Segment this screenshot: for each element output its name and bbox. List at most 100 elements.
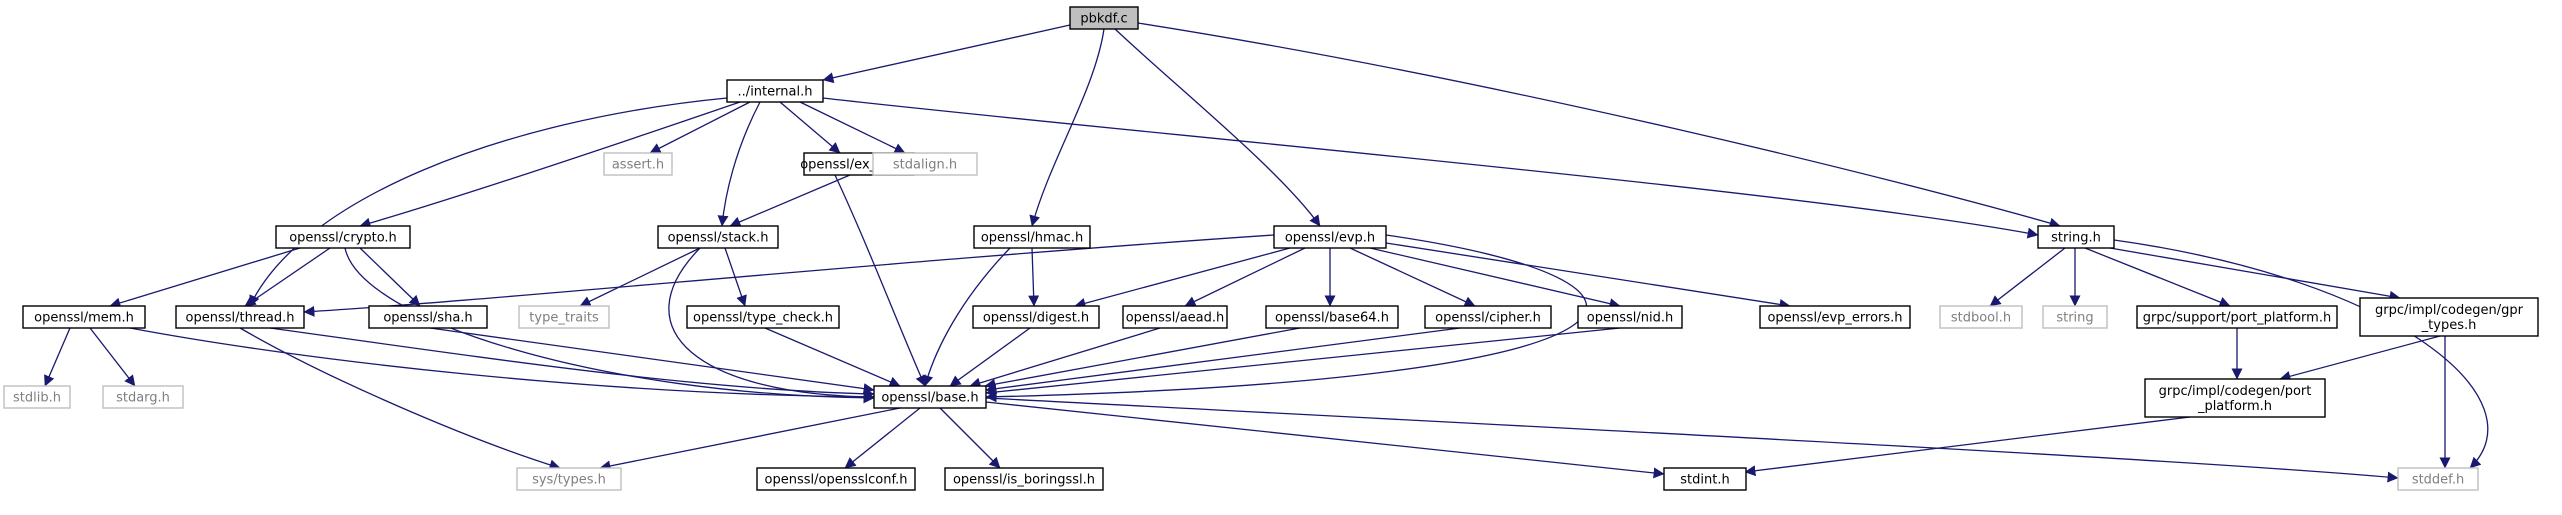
node-box (1577, 305, 1683, 329)
node-is-boringssl[interactable]: openssl/is_boringssl.h (944, 467, 1104, 491)
node-mem[interactable]: openssl/mem.h (22, 305, 146, 329)
edge-crypto-to-mem (109, 247, 301, 309)
node-type-traits: type_traits (518, 305, 610, 329)
edge-line (1074, 247, 1291, 309)
edge-line (779, 101, 841, 154)
edge-aead-to-base (969, 327, 1161, 389)
edge-line (939, 407, 1001, 469)
node-label: ../internal.h (738, 85, 813, 100)
edge-pbkdf-to-internal (822, 24, 1071, 84)
node-digest[interactable]: openssl/digest.h (972, 305, 1100, 329)
node-box (944, 467, 1104, 491)
node-base64[interactable]: openssl/base64.h (1265, 305, 1399, 329)
node-hmac[interactable]: openssl/hmac.h (973, 225, 1091, 249)
edge-mem-to-base (129, 327, 875, 403)
node-box (2136, 305, 2338, 329)
node-label: _platform.h (2197, 399, 2272, 414)
edge-base-to-is_boringssl (939, 407, 1001, 469)
edge-line (717, 101, 761, 227)
edge-evp-to-digest (1074, 247, 1291, 309)
node-label: stdalign.h (893, 158, 957, 173)
node-box (2397, 467, 2479, 491)
node-pbkdf[interactable]: pbkdf.c (1069, 6, 1139, 30)
node-cipher[interactable]: openssl/cipher.h (1424, 305, 1552, 329)
node-crypto[interactable]: openssl/crypto.h (275, 225, 411, 249)
node-label: stdint.h (1680, 473, 1729, 488)
edge-line (1369, 247, 1621, 309)
node-label: openssl/hmac.h (981, 231, 1083, 246)
node-label: pbkdf.c (1080, 12, 1127, 27)
node-stddef: stddef.h (2397, 467, 2479, 491)
node-opensslconf[interactable]: openssl/opensslconf.h (756, 467, 916, 491)
edge-line (949, 327, 1031, 387)
edge-base-to-stdint (985, 401, 1665, 479)
edge-line (269, 327, 875, 400)
edge-line (579, 247, 701, 307)
node-label: stddef.h (2412, 473, 2464, 488)
node-box (756, 467, 916, 491)
edge-ex_data-to-base (834, 174, 926, 387)
node-type-check[interactable]: openssl/type_check.h (686, 305, 840, 329)
node-box (686, 305, 840, 329)
edge-line (303, 234, 1275, 317)
node-box (175, 305, 305, 329)
edge-stack-to-type_traits (579, 247, 701, 307)
edge-line (984, 327, 1301, 390)
node-internal[interactable]: ../internal.h (726, 79, 824, 103)
edge-pbkdf-to-string_h (1137, 22, 2061, 229)
node-stdlib: stdlib.h (3, 385, 71, 409)
edge-internal-to-string_h (822, 97, 2039, 239)
node-sys-types: sys/types.h (516, 467, 622, 491)
edge-nid-to-base (985, 327, 1621, 398)
edge-line (985, 234, 1587, 403)
node-thread[interactable]: openssl/thread.h (175, 305, 305, 329)
edge-line (1385, 242, 1791, 310)
node-gpr-types[interactable]: grpc/impl/codegen/gpr_types.h (2359, 297, 2539, 337)
edge-line (668, 247, 875, 403)
edge-line (985, 397, 2399, 483)
node-label: grpc/support/port_platform.h (2143, 311, 2331, 326)
edge-line (799, 101, 906, 154)
node-box (1424, 305, 1552, 329)
edge-stack-to-base (668, 247, 875, 403)
node-label: openssl/sha.h (383, 311, 472, 326)
edge-line (1114, 28, 1321, 227)
edge-internal-to-crypto (359, 101, 741, 229)
node-label: stdbool.h (1951, 311, 2011, 326)
node-evp-errors[interactable]: openssl/evp_errors.h (1759, 305, 1911, 329)
edge-line (1349, 247, 1476, 307)
edge-line (44, 327, 71, 387)
node-label: openssl/type_check.h (693, 311, 833, 326)
edge-internal-to-thread (249, 97, 728, 307)
edge-line (969, 327, 1161, 389)
edge-thread-to-sys_types (239, 327, 561, 471)
edge-crypto-to-sha (359, 247, 421, 307)
edge-line (359, 101, 741, 229)
edge-string_h-to-port_platform_support (2084, 247, 2231, 308)
edge-hmac-to-base (922, 247, 1011, 387)
node-box (1939, 305, 2023, 329)
node-base[interactable]: openssl/base.h (873, 385, 987, 409)
edge-string_h-to-stdbool (1989, 247, 2066, 307)
node-label: type_traits (529, 311, 599, 326)
node-nid[interactable]: openssl/nid.h (1577, 305, 1683, 329)
edge-string_h-to-gpr_types (2109, 247, 2401, 302)
node-stdint[interactable]: stdint.h (1663, 467, 1747, 491)
node-label: openssl/crypto.h (289, 231, 397, 246)
node-string-h[interactable]: string.h (2037, 225, 2115, 249)
node-box (973, 225, 1091, 249)
node-box (972, 305, 1100, 329)
node-label: sys/types.h (532, 473, 606, 488)
node-box (872, 152, 978, 176)
node-sha[interactable]: openssl/sha.h (368, 305, 488, 329)
node-label: grpc/impl/codegen/port (2159, 384, 2312, 399)
node-port-platform-codegen[interactable]: grpc/impl/codegen/port_platform.h (2144, 378, 2326, 418)
node-label: _types.h (2421, 318, 2477, 333)
edge-thread-to-base (269, 327, 875, 400)
edge-line (1184, 247, 1306, 307)
node-aead[interactable]: openssl/aead.h (1122, 305, 1228, 329)
node-port-platform-support[interactable]: grpc/support/port_platform.h (2136, 305, 2338, 329)
node-evp[interactable]: openssl/evp.h (1273, 225, 1387, 249)
node-stack[interactable]: openssl/stack.h (657, 225, 779, 249)
node-stdalign: stdalign.h (872, 152, 978, 176)
